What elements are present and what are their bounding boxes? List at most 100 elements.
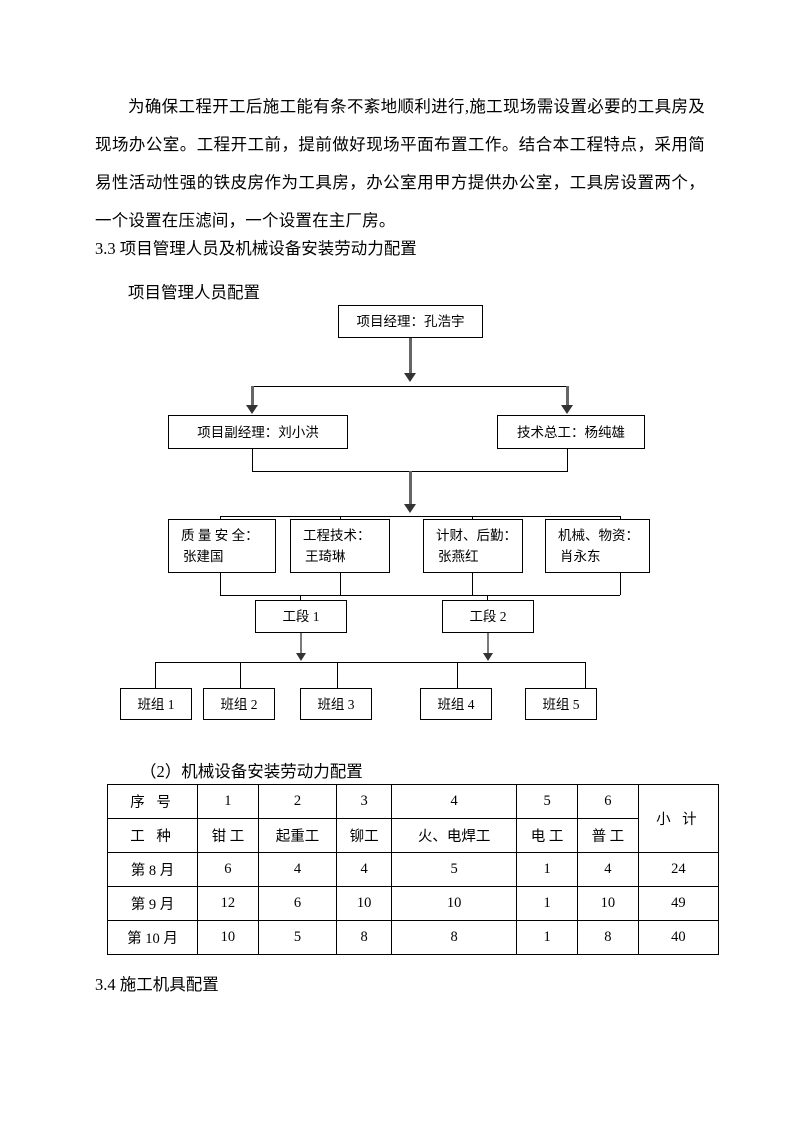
section-heading-3-3: 3.3 项目管理人员及机械设备安装劳动力配置 [95,239,417,258]
table-cell: 10 [577,886,639,921]
table-cell: 4 [336,852,393,887]
org-box-machinery-materials: 机械、物资： 肖永东 [545,519,650,573]
connector-l5-drop-4 [457,662,458,688]
table-cell: 10 [391,886,518,921]
connector-l5-arrowhead-2 [483,653,493,661]
org-box-team-2: 班组 2 [203,688,275,720]
org-box-deputy-manager: 项目副经理：刘小洪 [168,415,348,449]
table-cell-subtotal: 49 [637,886,720,921]
connector-l4-rise-3 [472,573,473,595]
org-box-engineering-tech-title: 工程技术： [303,528,371,543]
connector-l2-right-arrowhead [561,405,573,414]
org-box-quality-safety-title: 质 量 安 全： [181,528,259,543]
table-cell: 6 [197,852,259,887]
table-header-index-3: 3 [336,784,393,819]
org-box-project-manager-label: 项目经理：孔浩宇 [356,314,465,329]
org-box-finance-logistics: 计财、后勤： 张燕红 [423,519,523,573]
org-box-deputy-manager-label: 项目副经理：刘小洪 [197,424,319,440]
connector-l5-arrow-1 [300,633,302,657]
table-cell: 12 [197,886,259,921]
table-cell: 8 [577,920,639,955]
org-box-machinery-materials-name: 肖永东 [560,549,601,564]
table-cell-subtotal: 40 [637,920,720,955]
org-box-engineering-tech-name: 王琦琳 [305,549,346,564]
connector-l5-arrow-2 [487,633,489,657]
table-header-index-label: 序 号 [106,784,199,819]
table-header-index-2: 2 [257,784,338,819]
connector-l3-down [409,471,412,507]
table-header-trade-5: 电 工 [516,818,578,853]
org-box-finance-logistics-name: 张燕红 [438,549,479,564]
table-header-subtotal: 小 计 [637,784,720,853]
connector-l3-arrowhead [404,504,416,513]
org-box-team-1-label: 班组 1 [137,696,175,712]
table-row-header-index: 序 号 1 2 3 4 5 6 小 计 [106,784,720,853]
table-cell: 10 [336,886,393,921]
table-row: 第 10 月 10 5 8 8 1 8 40 [106,920,720,955]
table-cell: 4 [257,852,338,887]
table-row: 第 8 月 6 4 4 5 1 4 24 [106,852,720,887]
table-header-trade-4: 火、电焊工 [391,818,518,853]
org-box-team-4: 班组 4 [420,688,492,720]
subsection-label-personnel: 项目管理人员配置 [128,283,260,302]
table-cell: 1 [516,886,578,921]
org-box-quality-safety: 质 量 安 全： 张建国 [168,519,276,573]
table-header-trade-1: 钳 工 [197,818,259,853]
table-row-label: 第 9 月 [106,886,199,921]
org-box-team-3-label: 班组 3 [317,696,355,712]
table-row: 第 9 月 12 6 10 10 1 10 49 [106,886,720,921]
connector-l5-drop-3 [337,662,338,688]
connector-l2-right-arrow [566,386,569,408]
org-box-chief-engineer-label: 技术总工：杨纯雄 [517,424,625,440]
table-cell: 6 [257,886,338,921]
connector-l5-drop-5 [585,662,586,688]
connector-l2-left-arrowhead [246,405,258,414]
table-cell: 8 [391,920,518,955]
org-box-team-4-label: 班组 4 [437,696,475,712]
connector-l5-bus [155,662,585,663]
org-box-project-manager: 项目经理：孔浩宇 [338,305,483,338]
table-header-index-4: 4 [391,784,518,819]
connector-l5-drop-1 [155,662,156,688]
connector-l2-bus [252,386,568,387]
org-box-work-section-1: 工段 1 [255,600,347,633]
connector-l1-arrowhead [404,373,416,382]
org-box-team-1: 班组 1 [120,688,192,720]
connector-l1-down [409,338,412,376]
org-box-engineering-tech: 工程技术： 王琦琳 [290,519,390,573]
connector-l5-drop-2 [240,662,241,688]
org-box-chief-engineer: 技术总工：杨纯雄 [497,415,645,449]
org-box-quality-safety-name: 张建国 [183,549,224,564]
labor-allocation-table: 序 号 1 2 3 4 5 6 小 计 工 种 钳 工 起重工 铆工 火、电焊工… [106,784,720,955]
table-cell: 4 [577,852,639,887]
connector-l3-bus [220,516,620,517]
labor-table-body: 序 号 1 2 3 4 5 6 小 计 工 种 钳 工 起重工 铆工 火、电焊工… [106,784,720,955]
connector-l2-left-arrow [251,386,254,408]
table-header-trade-2: 起重工 [257,818,338,853]
table-cell: 1 [516,852,578,887]
org-box-finance-logistics-title: 计财、后勤： [436,528,517,543]
org-box-team-2-label: 班组 2 [220,696,258,712]
org-box-work-section-2: 工段 2 [442,600,534,633]
table-header-trade-label: 工 种 [106,818,199,853]
table-cell: 5 [391,852,518,887]
connector-l4-rise-4 [620,573,621,595]
connector-l2-merge-right [567,449,568,471]
table-header-trade-3: 铆工 [336,818,393,853]
table-cell-subtotal: 24 [637,852,720,887]
org-box-work-section-2-label: 工段 2 [469,609,507,624]
table-cell: 1 [516,920,578,955]
org-box-work-section-1-label: 工段 1 [282,609,320,624]
table-row-label: 第 10 月 [106,920,199,955]
table-header-index-1: 1 [197,784,259,819]
org-chart: 项目经理：孔浩宇 项目副经理：刘小洪 技术总工：杨纯雄 [0,295,793,740]
section-heading-3-4: 3.4 施工机具配置 [95,975,219,994]
table-row-label: 第 8 月 [106,852,199,887]
org-box-team-5-label: 班组 5 [542,696,580,712]
table-cell: 10 [197,920,259,955]
table-caption: （2）机械设备安装劳动力配置 [140,762,363,781]
connector-l4-rise-1 [220,573,221,595]
table-cell: 8 [336,920,393,955]
table-header-trade-6: 普 工 [577,818,639,853]
